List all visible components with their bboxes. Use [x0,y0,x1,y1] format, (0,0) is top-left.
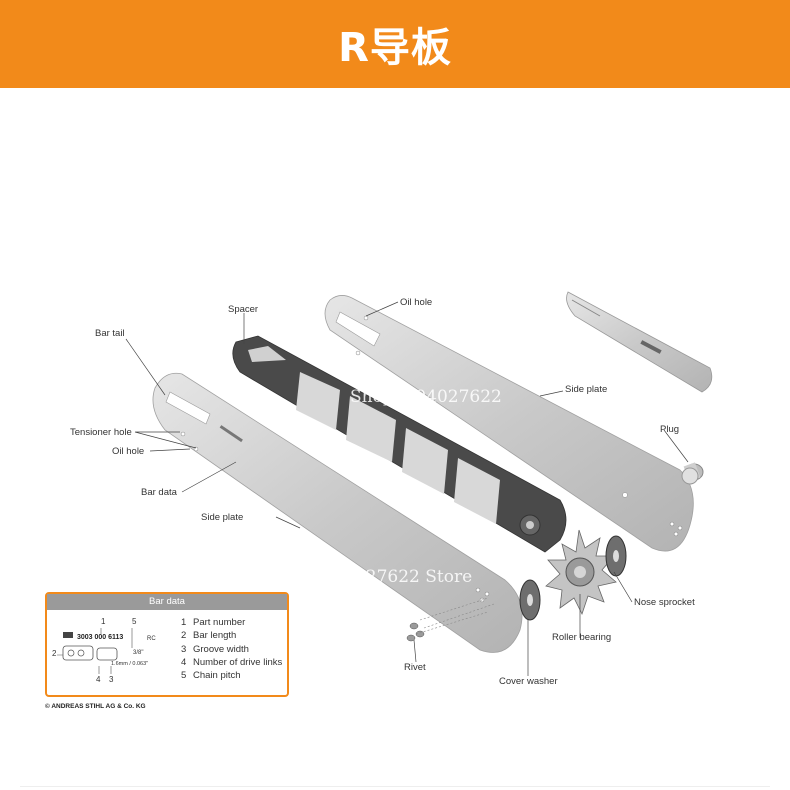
label-side-plate-right: Side plate [565,384,607,395]
nose-sprocket [545,529,617,616]
label-spacer: Spacer [228,304,258,315]
label-cover-washer: Cover washer [499,676,558,687]
label-bar-tail: Bar tail [95,328,125,339]
header-banner: R导板 [0,0,790,88]
label-oil-hole: Oil hole [112,446,144,457]
mini-num-1: 1 [101,617,106,626]
bar-data-mini-diagram: 1 5 3003 000 6113 RC 2 3/8" 1.6mm / 0.06… [52,617,156,684]
copyright-text: © ANDREAS STIHL AG & Co. KG [45,703,146,710]
diagram-stage: Spacer Oil hole Bar tail Tensioner hole … [0,88,790,790]
reference-bar [566,291,713,393]
page-title: R导板 [338,25,452,71]
watermark-1: Shop1104027622 Store [270,205,474,225]
label-nose-sprocket: Nose sprocket [634,597,695,608]
exploded-guide-bar-diagram: Spacer Oil hole Bar tail Tensioner hole … [70,205,713,687]
mini-pitch: 3/8" [133,650,143,656]
label-rivet: Rivet [404,662,426,673]
mini-num-4: 4 [96,675,101,684]
mini-groove: 1.6mm / 0.063" [111,661,148,667]
label-roller-bearing: Roller bearing [552,632,611,643]
label-tensioner-hole: Tensioner hole [70,427,132,438]
mini-rc: RC [147,636,156,642]
label-side-plate-left: Side plate [201,512,243,523]
cover-washer-right [605,535,627,577]
label-plug: Plug [660,424,679,435]
side-plate-left [152,372,523,653]
mini-num-3: 3 [109,675,114,684]
bar-data-box: Bar data 1 5 3003 000 6113 RC 2 3/8" 1.6… [45,592,289,697]
label-bar-data: Bar data [141,487,178,498]
label-oil-hole-top: Oil hole [400,297,432,308]
mini-part-number: 3003 000 6113 [77,634,123,641]
cover-washer [519,579,541,621]
plug [681,462,704,485]
watermark-2: Shop1104027622 [350,387,502,407]
bar-data-title: Bar data [47,594,287,610]
stihl-logo-mark [63,632,73,638]
mini-num-2: 2 [52,649,57,658]
mini-num-5: 5 [132,617,137,626]
side-plate-right [324,295,694,552]
watermark-3: Shop1104027622 Store [268,567,472,587]
spacer [232,335,567,553]
leader-lines [125,301,689,676]
rivets [406,597,495,642]
bottom-divider [20,786,770,787]
